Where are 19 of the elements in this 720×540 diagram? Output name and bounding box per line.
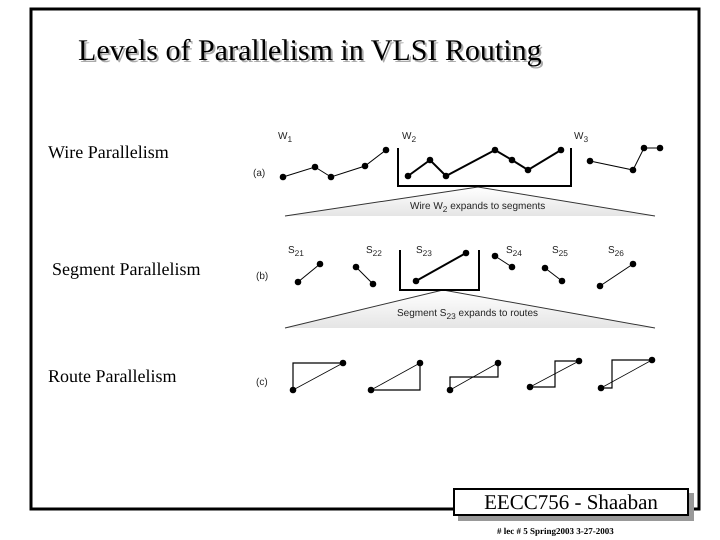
level-heading: Segment Parallelism — [52, 260, 200, 278]
footer-note: # lec # 5 Spring2003 3-27-2003 — [497, 527, 614, 536]
wire-label: W$_{1}$ — [278, 132, 292, 144]
expansion-caption: Wire W$_{2}$ expands to segments — [410, 202, 546, 214]
slide-title: Levels of Parallelism in VLSI Routing — [78, 36, 542, 66]
panel-label: (a) — [253, 169, 266, 179]
segment-label: S$_{23}$ — [416, 246, 432, 258]
panel-label: (c) — [256, 378, 268, 388]
panel-label: (b) — [256, 272, 268, 282]
segment-label: S$_{26}$ — [608, 246, 624, 258]
level-heading: Route Parallelism — [48, 367, 176, 385]
segment-label: S$_{21}$ — [288, 246, 304, 258]
expansion-caption: Segment S$_{23}$ expands to routes — [397, 309, 538, 320]
segment-label: S$_{24}$ — [506, 246, 522, 258]
wire-label: W$_{3}$ — [574, 132, 588, 144]
level-heading: Wire Parallelism — [48, 143, 169, 161]
segment-label: S$_{22}$ — [366, 246, 382, 258]
segment-label: S$_{25}$ — [552, 246, 568, 258]
wire-label: W$_{2}$ — [402, 132, 416, 144]
